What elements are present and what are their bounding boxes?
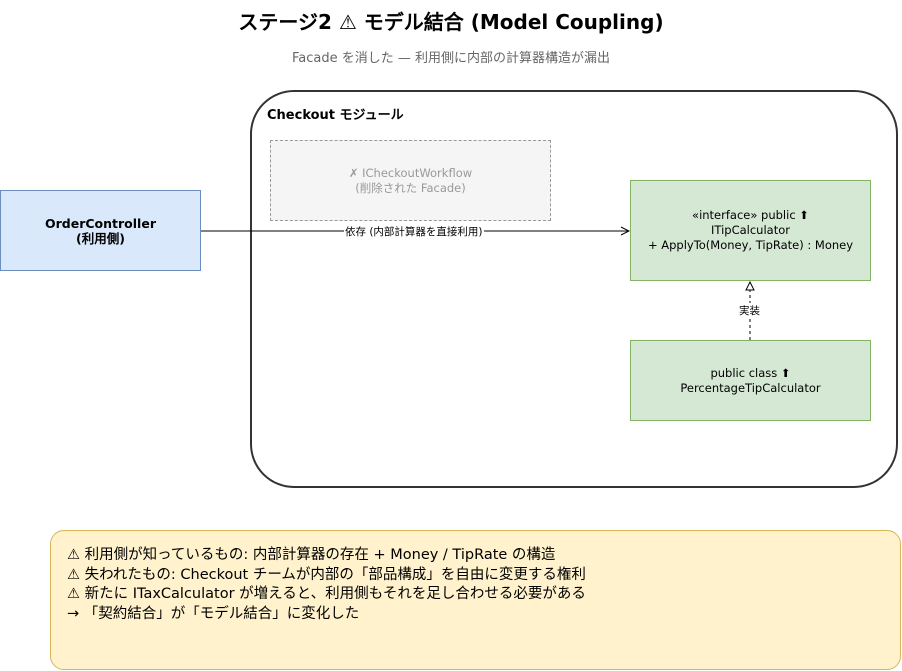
removed-facade-node[interactable]: ✗ ICheckoutWorkflow (削除された Facade) (270, 140, 551, 221)
dependency-label: 依存 (内部計算器を直接利用) (344, 224, 484, 239)
diagram-subtitle: Facade を消した — 利用側に内部の計算器構造が漏出 (291, 51, 610, 66)
interface-method: + ApplyTo(Money, TipRate) : Money (647, 238, 854, 252)
note-line: ⚠ 新たに ITaxCalculator が増えると、利用側もそれを足し合わせる… (67, 586, 586, 602)
note-line: → 「契約結合」が「モデル結合」に変化した (67, 605, 360, 622)
order-controller-name: OrderController (45, 215, 156, 231)
interface-stereotype: «interface» public ⬆ (692, 208, 809, 222)
removed-facade-name: ✗ ICheckoutWorkflow (348, 165, 473, 180)
impl-name: PercentageTipCalculator (680, 380, 821, 395)
note-line: ⚠ 利用側が知っているもの: 内部計算器の存在 + Money / TipRat… (67, 547, 556, 563)
checkout-module-container (250, 90, 898, 488)
diagram-title: ステージ2 ⚠ モデル結合 (Model Coupling) (238, 10, 664, 34)
implements-arrowhead (745, 280, 755, 291)
removed-facade-note: (削除された Facade) (355, 180, 466, 195)
impl-visibility: public class ⬆ (710, 365, 791, 380)
note-line: ⚠ 失われたもの: Checkout チームが内部の「部品構成」を自由に変更する… (67, 566, 586, 583)
interface-name: ITipCalculator (711, 223, 790, 237)
itipcalculator-interface-node[interactable]: «interface» public ⬆ ITipCalculator + Ap… (630, 180, 871, 281)
checkout-module-label: Checkout モジュール (267, 108, 404, 123)
order-controller-role: (利用側) (76, 230, 125, 246)
implements-label: 実装 (738, 303, 761, 318)
percentage-tip-calculator-node[interactable]: public class ⬆ PercentageTipCalculator (630, 340, 871, 421)
order-controller-node[interactable]: OrderController (利用側) (0, 190, 201, 271)
notes-panel: ⚠ 利用側が知っているもの: 内部計算器の存在 + Money / TipRat… (50, 530, 901, 670)
